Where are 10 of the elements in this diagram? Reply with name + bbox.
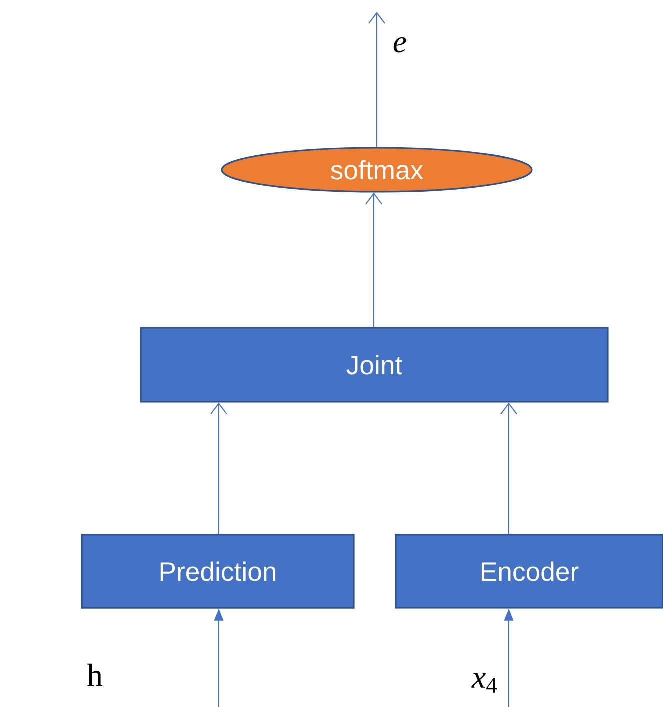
arrow xyxy=(500,402,518,534)
math-label: e xyxy=(394,37,406,53)
arrow xyxy=(210,402,228,534)
process-box: Joint xyxy=(140,327,609,403)
arrow xyxy=(368,12,386,148)
math-label: h xyxy=(87,664,103,686)
process-box: Encoder xyxy=(395,534,663,609)
process-box: Prediction xyxy=(81,534,355,609)
arrow xyxy=(366,192,382,328)
math-label: x$_{4}$ xyxy=(472,673,498,693)
